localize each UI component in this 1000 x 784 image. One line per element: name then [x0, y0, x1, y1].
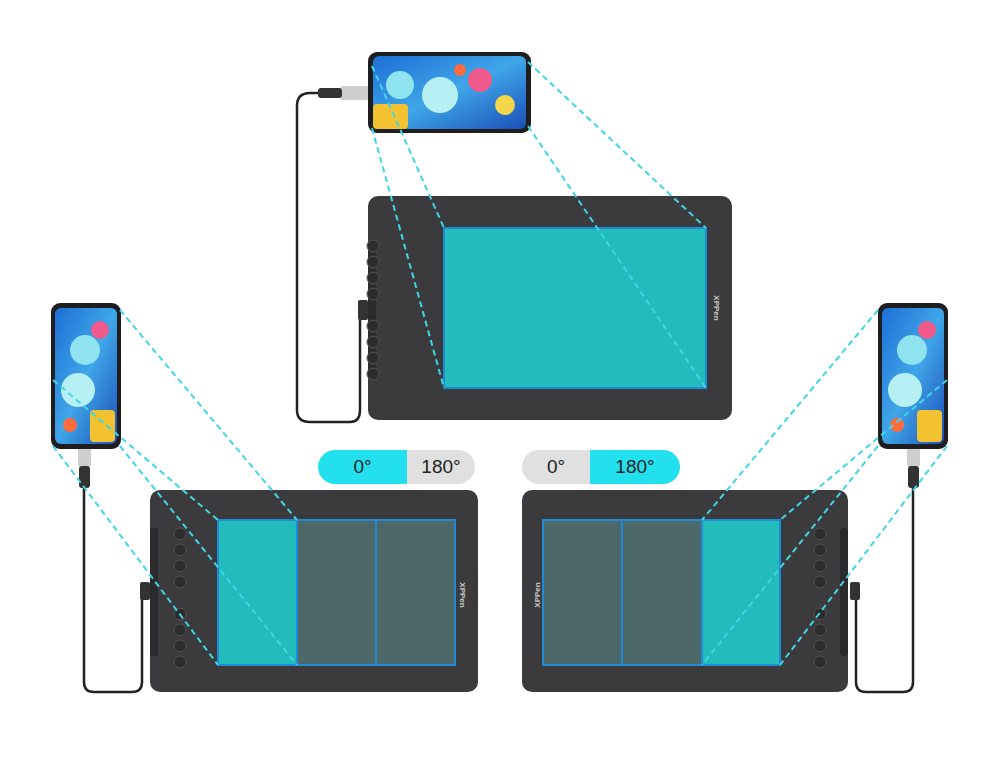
- cables: [84, 93, 913, 692]
- phones: [51, 52, 948, 449]
- brand-logo: XPPen: [458, 582, 466, 607]
- toggle-segment: 180°: [590, 450, 680, 484]
- toggle-label: 180°: [421, 456, 460, 478]
- tablet-right: [522, 490, 848, 692]
- toggle-segment: 180°: [407, 450, 475, 484]
- toggle-segment: 0°: [318, 450, 407, 484]
- tablet-top: [367, 196, 732, 420]
- toggle-segment: 0°: [522, 450, 590, 484]
- toggle-label: 0°: [353, 456, 371, 478]
- toggle-label: 0°: [547, 456, 565, 478]
- brand-logo: XPPen: [712, 295, 720, 320]
- tablet-left: [150, 490, 478, 692]
- brand-logo: XPPen: [534, 582, 542, 607]
- toggle-label: 180°: [615, 456, 654, 478]
- projection-lines: [53, 62, 947, 665]
